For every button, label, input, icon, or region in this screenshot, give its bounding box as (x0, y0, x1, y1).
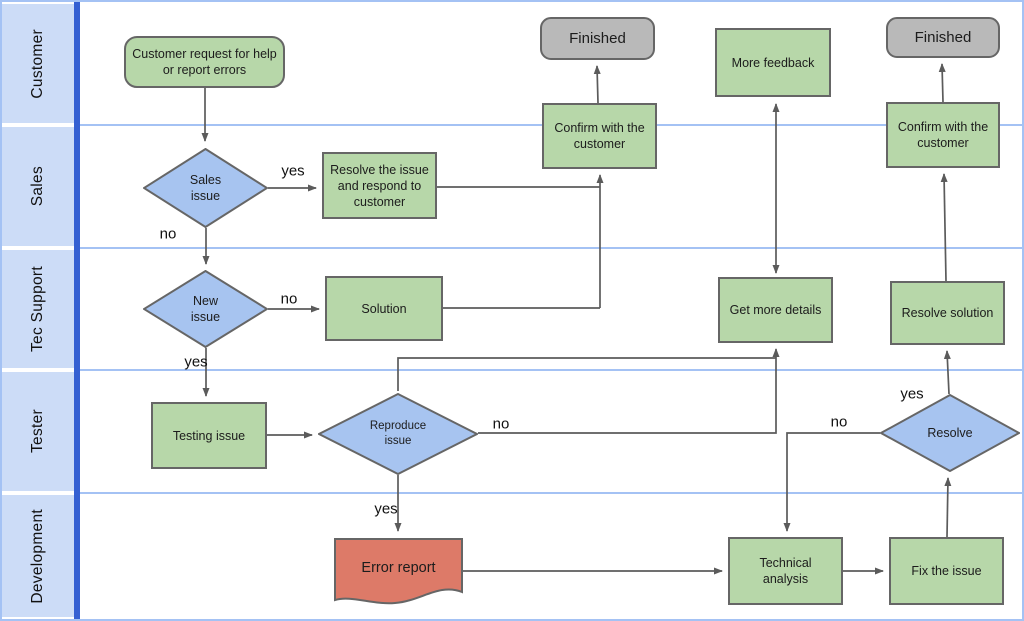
lane-divider (80, 369, 1022, 371)
node-resolve-issue: Resolve the issue and respond to custome… (322, 152, 437, 219)
edge-label-new-no: no (280, 290, 298, 308)
node-label: Customer request for help or report erro… (132, 47, 277, 77)
diamond-shape (143, 148, 268, 228)
node-finished-1: Finished (540, 17, 655, 60)
node-label: New issue (190, 294, 221, 324)
edge-getmoredetails-loop (397, 357, 776, 391)
node-technical-analysis: Technical analysis (728, 537, 843, 605)
node-label: Testing issue (172, 428, 246, 443)
node-get-more-details: Get more details (718, 277, 833, 343)
node-label: Finished (569, 29, 626, 47)
edge-label-resolve-no: no (830, 413, 848, 431)
node-label: Resolve the issue and respond to custome… (330, 162, 429, 209)
node-testing-issue: Testing issue (151, 402, 267, 469)
node-finished-2: Finished (886, 17, 1000, 58)
diamond-shape (880, 394, 1020, 472)
node-label: Finished (914, 28, 972, 46)
document-shape (334, 538, 463, 605)
diamond-shape (143, 270, 268, 348)
lane-customer: Customer (2, 4, 74, 123)
lane-sales: Sales (2, 127, 74, 246)
node-customer-request: Customer request for help or report erro… (124, 36, 285, 88)
diamond-shape (318, 393, 478, 475)
edge-resolve-yes (943, 350, 951, 395)
edge-label-sales-no: no (159, 225, 177, 243)
node-label: Resolve (927, 426, 973, 440)
node-label: Error report (361, 559, 436, 576)
lane-development: Development (2, 495, 74, 617)
node-new-issue-decision: New issue (143, 270, 268, 348)
node-resolve-decision: Resolve (880, 394, 1020, 472)
node-label: Sales issue (189, 173, 222, 203)
node-label: Fix the issue (911, 564, 982, 578)
node-label: Get more details (729, 303, 822, 317)
edge-confirm1-finished1 (593, 65, 601, 104)
edge-label-new-yes: yes (184, 353, 208, 371)
edge-label-reproduce-yes: yes (374, 500, 398, 518)
node-solution: Solution (325, 276, 443, 341)
node-reproduce-issue-decision: Reproduce issue (318, 393, 478, 475)
edge-resolve-no (783, 432, 880, 532)
node-confirm-with-customer-1: Confirm with the customer (542, 103, 657, 169)
node-label: Technical analysis (759, 556, 812, 586)
node-label: Reproduce issue (369, 420, 427, 447)
node-label: Confirm with the customer (554, 121, 645, 151)
node-more-feedback: More feedback (715, 28, 831, 97)
lane-divider (80, 492, 1022, 494)
lane-tec-support: Tec Support (2, 250, 74, 368)
lane-divider (80, 247, 1022, 249)
edge-resolvesolution-confirm2 (940, 173, 948, 282)
node-sales-issue-decision: Sales issue (143, 148, 268, 228)
node-error-report-document: Error report (333, 537, 464, 607)
edge-reproduce-no (478, 348, 780, 434)
node-label: Resolve solution (901, 306, 994, 320)
edge-fix-resolve (944, 477, 952, 538)
edge-label-sales-yes: yes (281, 162, 305, 180)
node-label: More feedback (731, 55, 815, 70)
lane-accent-stripe (74, 2, 80, 619)
edge-label-resolve-yes: yes (900, 385, 924, 403)
edge-label-reproduce-no: no (492, 415, 510, 433)
node-confirm-with-customer-2: Confirm with the customer (886, 102, 1000, 168)
node-label: Solution (361, 301, 407, 316)
node-fix-the-issue: Fix the issue (889, 537, 1004, 605)
edge-confirm2-finished2 (938, 63, 946, 103)
node-label: Confirm with the customer (897, 120, 989, 150)
node-resolve-solution: Resolve solution (890, 281, 1005, 345)
lane-tester: Tester (2, 372, 74, 491)
